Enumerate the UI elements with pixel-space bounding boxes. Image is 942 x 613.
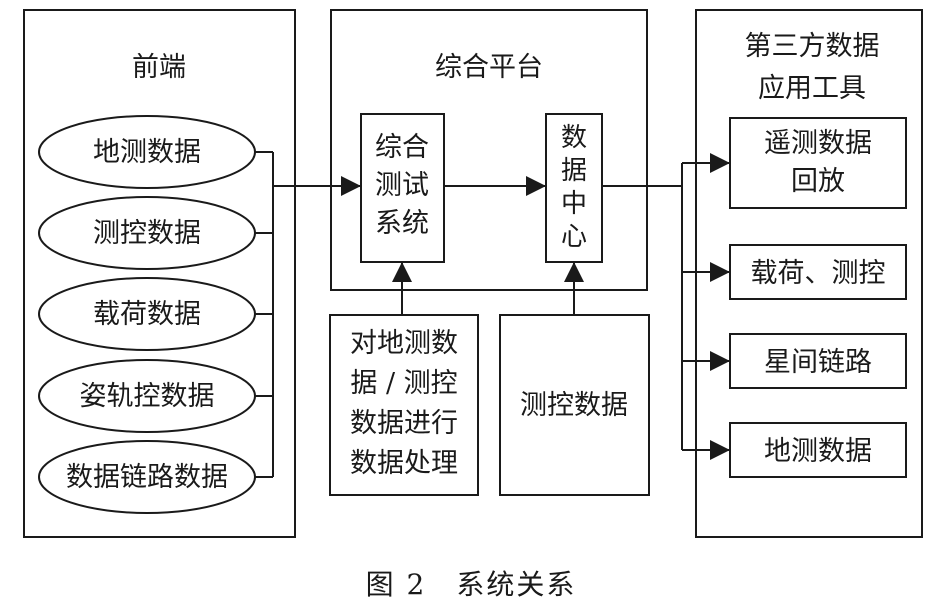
output-intersatellite-link-label: 星间链路 — [764, 347, 872, 378]
data-center-char-1: 数 — [561, 123, 587, 153]
test-system-line-1: 综合 — [375, 132, 429, 163]
frontend-title: 前端 — [132, 52, 186, 83]
figure-caption: 图 2 系统关系 — [366, 568, 577, 601]
frontend-item-3-label: 载荷数据 — [93, 299, 201, 330]
processing-line-2: 据 / 测控 — [350, 368, 457, 399]
data-center-char-4: 心 — [561, 222, 587, 252]
platform-panel — [330, 9, 648, 291]
third-party-title-line-1: 第三方数据 — [745, 31, 880, 62]
output-bus — [602, 163, 683, 450]
test-system-line-2: 测试 — [375, 170, 429, 201]
processing-line-1: 对地测数 — [350, 328, 458, 359]
output-telemetry-replay-line-2: 回放 — [791, 166, 845, 197]
data-center-char-2: 据 — [561, 156, 587, 186]
processing-box — [329, 314, 479, 496]
output-payload-tt-label: 载荷、测控 — [751, 258, 886, 289]
output-telemetry-replay-line-1: 遥测数据 — [764, 128, 872, 159]
frontend-bus — [255, 151, 274, 478]
frontend-item-1-label: 地测数据 — [93, 137, 201, 168]
platform-title: 综合平台 — [435, 52, 543, 83]
processing-line-4: 数据处理 — [350, 448, 458, 479]
frontend-items: 地测数据 测控数据 载荷数据 姿轨控数据 数据链路数据 — [38, 115, 256, 514]
output-ground-data-label: 地测数据 — [764, 436, 872, 467]
data-center-char-3: 中 — [561, 189, 587, 219]
third-party-title-line-2: 应用工具 — [758, 73, 866, 104]
frontend-item-5-label: 数据链路数据 — [66, 462, 228, 493]
frontend-item-2-label: 测控数据 — [93, 218, 201, 249]
tt-data-label: 测控数据 — [520, 390, 628, 421]
third-party-panel — [695, 9, 923, 538]
frontend-item-4-label: 姿轨控数据 — [80, 381, 215, 412]
processing-line-3: 数据进行 — [350, 408, 458, 439]
test-system-line-3: 系统 — [375, 208, 429, 239]
frontend-panel — [23, 9, 296, 538]
